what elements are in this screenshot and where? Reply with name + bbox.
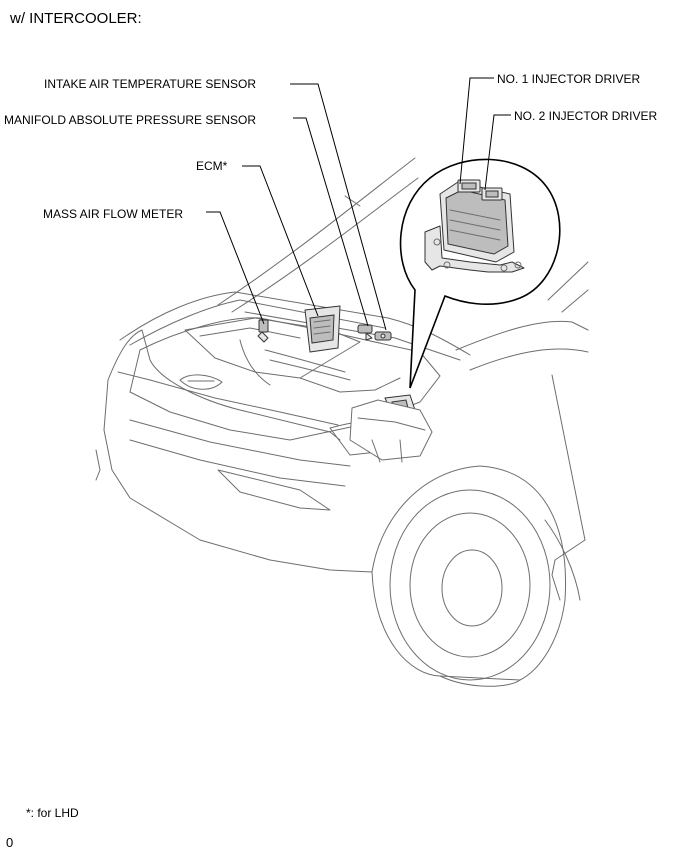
label-ecm: ECM* [196, 159, 228, 173]
label-no2-injector-driver: NO. 2 INJECTOR DRIVER [514, 109, 658, 123]
label-manifold-absolute-pressure-sensor: MANIFOLD ABSOLUTE PRESSURE SENSOR [4, 113, 257, 127]
injector-driver-part [349, 394, 433, 463]
page-code: 0 [6, 835, 14, 850]
label-mass-air-flow-meter: MASS AIR FLOW METER [43, 207, 184, 221]
leader-ecm [242, 165, 319, 317]
leader-manifold-pressure [293, 117, 369, 327]
injector-driver-detail-bubble [399, 158, 561, 389]
label-intake-air-temperature-sensor: INTAKE AIR TEMPERATURE SENSOR [44, 77, 257, 91]
page-title: w/ INTERCOOLER: [10, 10, 142, 27]
label-no1-injector-driver: NO. 1 INJECTOR DRIVER [497, 72, 641, 86]
leader-maf-meter [206, 211, 265, 325]
manifold-pressure-sensor-part [357, 324, 373, 341]
leader-no2-injector [484, 114, 511, 191]
leader-lines [206, 77, 511, 331]
leader-no1-injector [459, 77, 494, 185]
ecm-part [304, 305, 341, 353]
vehicle-body [95, 157, 589, 687]
footnote: *: for LHD [26, 806, 79, 820]
intake-air-temp-sensor-part [374, 331, 392, 341]
mass-air-flow-meter-part [257, 319, 269, 343]
leader-intake-air-temp [290, 83, 387, 331]
